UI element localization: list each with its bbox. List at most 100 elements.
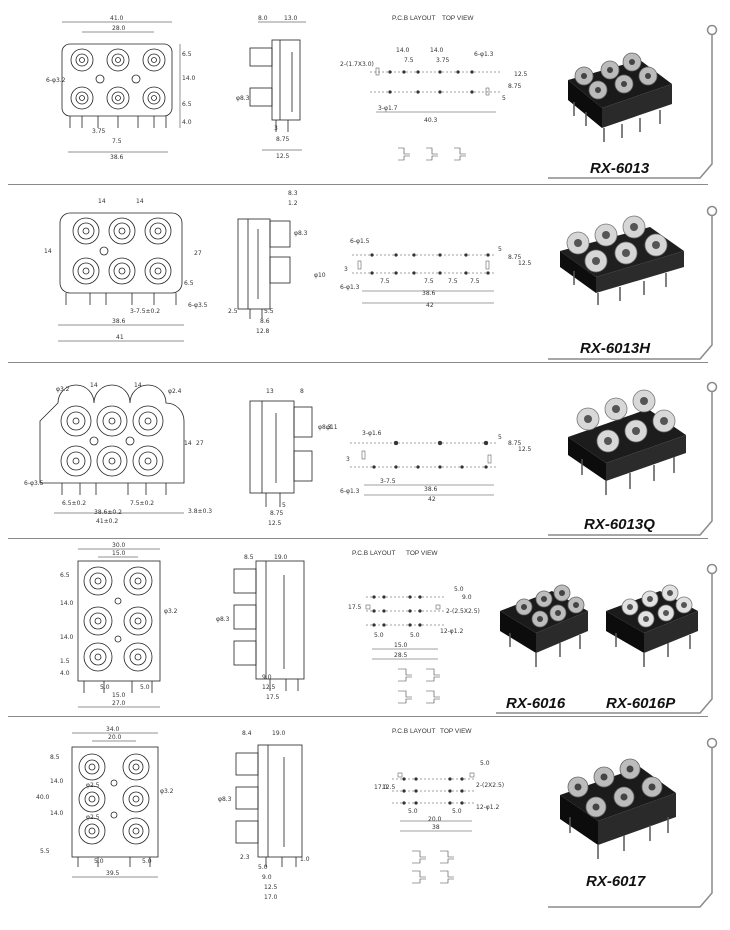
rx6013h-pcb-dim-b6: 42 [426, 302, 434, 309]
rx6013h-pcb-holes: 6-φ1.5 [350, 238, 370, 245]
rx6017-side-dim-b1: 2.3 [240, 854, 250, 861]
rx6013q-dim-top-2: 14 [90, 382, 98, 389]
rx6016-pcb-dim-b3: 15.0 [394, 642, 408, 649]
rx6017-pcb-slot: 2-(2X2.5) [476, 782, 504, 789]
rx6017-side-view [235, 744, 303, 867]
rx6016-dim-right: φ3.2 [164, 608, 178, 615]
rx6013-dim-right-4: 4.0 [182, 119, 192, 126]
rx6016-pcb-view: TOP VIEW [406, 550, 438, 557]
rx6017-dim-left-4: 40.0 [36, 794, 50, 801]
rx6016-dim-b4: 27.0 [112, 700, 126, 707]
rx6013-side-dim-bottom-3: 12.5 [276, 153, 290, 160]
rx6017-dim-left-1: 8.5 [50, 754, 60, 761]
rx6013-pcb-dim-top-2: 7.5 [404, 57, 414, 64]
rx6017-frame-decoration [548, 747, 713, 908]
rx6016-frame-decoration [496, 573, 713, 714]
rx6017-pcb-dim-b2: 5.0 [452, 808, 462, 815]
rx6016p-model-label: RX-6016P [606, 695, 676, 712]
rx6016-dim-left-2: 14.0 [60, 600, 74, 607]
section-rx6013q: φ3.2 14 14 φ2.4 14 27 6-φ3.5 6.5±0.2 7.5… [0, 363, 730, 537]
rx6017-model-label: RX-6017 [586, 873, 646, 890]
rx6016-drawings: 30.0 15.0 6.5 14.0 14.0 4.0 1.5 φ3.2 5.0… [60, 542, 718, 714]
rx6013h-dim-top-2: 14 [136, 198, 144, 205]
rx6013q-pcb-dim-right-2: 8.75 [508, 440, 522, 447]
rx6017-side-dim-top-2: 19.0 [272, 730, 286, 737]
rx6017-pcb-view: TOP VIEW [440, 728, 472, 735]
rx6017-pcb-dim-left-2: 12.5 [382, 784, 396, 791]
rx6016-side-dim-b3: 17.5 [266, 694, 280, 701]
rx6013h-dim-bottom-1: 3-7.5±0.2 [130, 308, 160, 315]
rx6013q-dim-b4: 41±0.2 [96, 518, 118, 525]
rx6013h-pcb-dim-left: 3 [344, 266, 348, 273]
rx6013q-dim-right-2: 27 [196, 440, 204, 447]
rx6013q-pcb-dim-b2: 38.6 [424, 486, 438, 493]
rx6016-frame-ring-icon [706, 563, 718, 575]
rx6013-pcb-dim-bottom: 40.3 [424, 117, 438, 124]
rx6017-dim-b3: 39.5 [106, 870, 120, 877]
rx6013h-pcb-dim-b5: 38.6 [422, 290, 436, 297]
rx6013q-side-dim-right-1: φ8.3 [318, 424, 332, 431]
rx6013q-side-dim-top-2: 8 [300, 388, 304, 395]
rx6013-side-dim-bottom-1: 3 [274, 125, 278, 132]
section-rx6017: 34.0 20.0 8.5 14.0 14.0 40.0 5.5 φ2.5 φ2… [0, 717, 730, 929]
rx6013q-dim-side: 3.8±0.3 [188, 508, 212, 515]
rx6013h-side-view [237, 218, 291, 319]
rx6016-side-dim-b1: 9.0 [262, 674, 272, 681]
rx6016-model-label: RX-6016 [506, 695, 566, 712]
rx6016-side-dim-left: φ8.3 [216, 616, 230, 623]
rx6017-dim-right: φ3.2 [160, 788, 174, 795]
rx6017-dim-top-1: 34.0 [106, 726, 120, 733]
rx6013h-pcb-dim-b2: 7.5 [424, 278, 434, 285]
rx6013h-side-dim-bottom-2: 5.5 [264, 308, 274, 315]
rx6016-pcb-dim-b4: 28.5 [394, 652, 408, 659]
rx6013h-side-dim-bottom-3: 8.6 [260, 318, 270, 325]
rx6013-side-dim-top-1: 8.0 [258, 15, 268, 22]
separator-2 [8, 362, 708, 363]
rx6017-pcb-holes: 12-φ1.2 [476, 804, 499, 811]
rx6016-pcb-slot: 2-(2.5X2.5) [446, 608, 480, 615]
rx6013q-dim-b2: 7.5±0.2 [130, 500, 154, 507]
rx6013q-pcb-layout [350, 440, 498, 496]
section-rx6016: 30.0 15.0 6.5 14.0 14.0 4.0 1.5 φ3.2 5.0… [0, 539, 730, 715]
rx6013-model-label: RX-6013 [590, 160, 650, 177]
rx6017-product-photo [560, 758, 676, 859]
rx6013q-pcb-small-holes: 6-φ1.3 [340, 488, 360, 495]
rx6013q-frame-ring-icon [706, 381, 718, 393]
rx6013-frame-ring-icon [706, 24, 718, 36]
rx6013-pcb-title: P.C.B LAYOUT [392, 15, 435, 22]
rx6016-dim-top-1: 30.0 [112, 542, 126, 549]
rx6013-pcb-dim-top-4: 3.75 [436, 57, 450, 64]
rx6013-dim-right-1: 6.5 [182, 51, 192, 58]
rx6013-pcb-small-holes: 3-φ1.7 [378, 105, 398, 112]
rx6013-front-view [61, 21, 181, 153]
rx6017-pcb-layout [392, 772, 476, 832]
rx6016-pcb-holes: 12-φ1.2 [440, 628, 463, 635]
rx6013h-dim-top-1: 14 [98, 198, 106, 205]
rx6013h-drawings: 14 14 14 27 6.5 6-φ3.5 3-7.5±0.2 38.6 41… [44, 190, 718, 360]
rx6013h-dim-left: 14 [44, 248, 52, 255]
rx6017-dim-left-5: 5.5 [40, 848, 50, 855]
rx6017-pcb-dim-top: 5.0 [480, 760, 490, 767]
rx6017-side-dim-b3: 9.0 [262, 874, 272, 881]
rx6013h-holes: 6-φ3.5 [188, 302, 208, 309]
rx6016-side-dim-top-2: 19.0 [274, 554, 288, 561]
rx6013h-model-label: RX-6013H [580, 340, 651, 357]
rx6013h-front-view [58, 212, 184, 342]
rx6017-pcb-dim-b1: 5.0 [408, 808, 418, 815]
rx6013-pcb-slot: 2-(1.7X3.0) [340, 61, 374, 68]
rx6013h-frame-decoration [548, 215, 713, 360]
rx6016-pcb-dim-b1: 5.0 [374, 632, 384, 639]
rx6013h-pcb-layout [352, 253, 496, 304]
rx6017-side-dim-b5: 17.0 [264, 894, 278, 901]
rx6017-frame-ring-icon [706, 737, 718, 749]
rx6013h-pcb-dim-b4: 7.5 [470, 278, 480, 285]
rx6017-pcb-dim-left-1: 17.0 [374, 784, 388, 791]
rx6017-pcb-dim-b4: 38 [432, 824, 440, 831]
rx6016-side-dim-top-1: 8.5 [244, 554, 254, 561]
rx6013q-front-view [39, 384, 185, 514]
rx6013q-side-view [249, 400, 313, 507]
rx6013q-side-dim-b2: 8.75 [270, 510, 284, 517]
rx6016p-product-photo [606, 584, 698, 667]
rx6017-side-dim-b6: 1.0 [300, 856, 310, 863]
rx6013-dim-bottom-1: 7.5 [112, 138, 122, 145]
